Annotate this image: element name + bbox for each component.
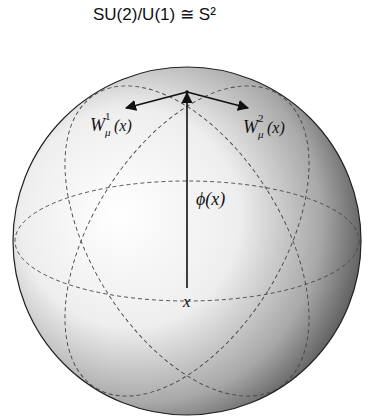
superscript-index: 1 <box>105 111 111 122</box>
vector-symbol: W <box>90 116 105 134</box>
subscript-index: μ <box>105 127 111 138</box>
superscript-index: 2 <box>258 113 264 124</box>
diagram-title: SU(2)/U(1) ≅ S² <box>93 6 216 23</box>
sphere <box>13 67 361 415</box>
point-label: x <box>183 293 191 310</box>
subscript-index: μ <box>258 129 264 140</box>
base-point <box>185 90 189 94</box>
w2-vector <box>187 92 248 108</box>
w1-vector <box>126 92 187 108</box>
vector-symbol: W <box>243 118 258 136</box>
phi-vector <box>186 93 188 288</box>
great-circle <box>15 44 359 419</box>
field-label: ϕ(x) <box>196 190 225 208</box>
argument-label: (x) <box>114 118 132 134</box>
great-circles <box>15 44 359 419</box>
great-circle <box>15 44 359 419</box>
argument-label: (x) <box>267 120 285 136</box>
